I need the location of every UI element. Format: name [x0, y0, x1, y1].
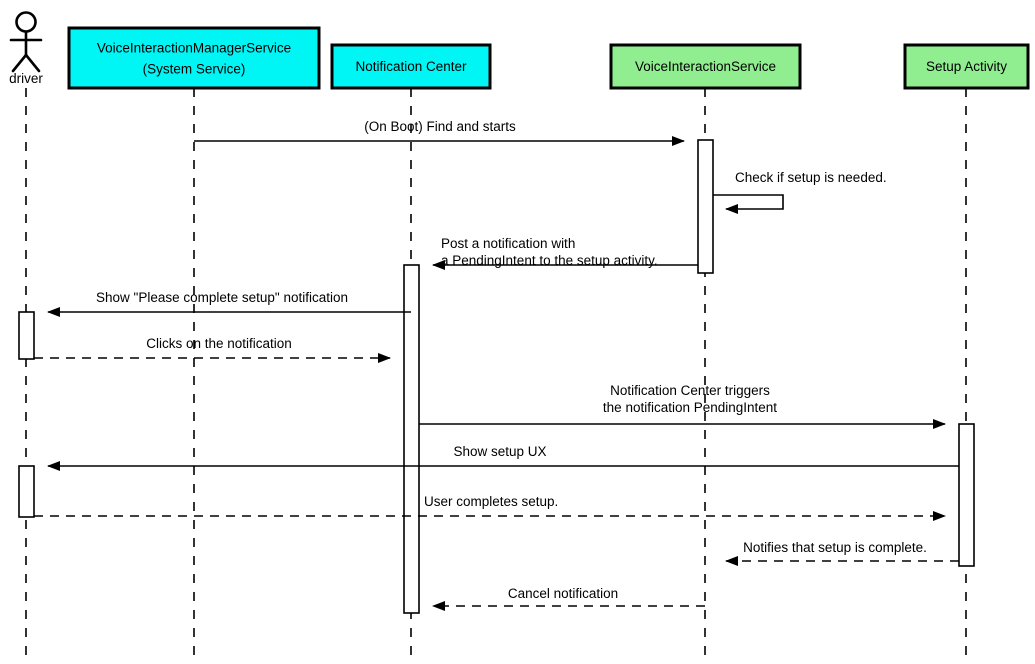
participant-vis[interactable]: VoiceInteractionService	[609, 43, 802, 90]
message-msg-check-setup[interactable]: Check if setup is needed.	[713, 170, 887, 214]
message-arrow-self-msg-check-setup	[713, 194, 784, 214]
actor-label-driver: driver	[9, 71, 43, 86]
message-label-msg-clicks-notification: Clicks on the notification	[146, 336, 292, 351]
participant-box-vims[interactable]	[67, 26, 321, 90]
message-label-msg-show-setup-ux: Show setup UX	[453, 444, 546, 459]
message-label-msg-on-boot: (On Boot) Find and starts	[364, 119, 516, 134]
actor-leg-left-icon	[11, 53, 28, 73]
activation-bar-notif	[403, 264, 420, 614]
participant-setup[interactable]: Setup Activity	[903, 43, 1030, 90]
message-label-msg-notifies-complete: Notifies that setup is complete.	[743, 540, 927, 555]
message-msg-clicks-notification[interactable]: Clicks on the notification	[34, 336, 391, 363]
message-label-msg-cancel-notification: Cancel notification	[508, 586, 618, 601]
message-msg-notifies-complete[interactable]: Notifies that setup is complete.	[725, 540, 959, 566]
participant-label-vims: VoiceInteractionManagerService	[97, 41, 291, 56]
actor-driver[interactable]: driver	[9, 11, 43, 87]
message-label-msg-trigger-pendingintent: the notification PendingIntent	[603, 400, 777, 415]
participant-box-notif[interactable]	[330, 43, 492, 90]
message-label-msg-trigger-pendingintent: Notification Center triggers	[610, 383, 770, 398]
message-label-msg-post-notification: a PendingIntent to the setup activity.	[441, 253, 658, 268]
activation-bar-vis	[697, 139, 714, 274]
participant-sublabel-vims: (System Service)	[143, 62, 246, 77]
message-msg-show-notification[interactable]: Show "Please complete setup" notificatio…	[47, 290, 411, 317]
activation-bar-driver	[18, 311, 35, 360]
message-label-msg-user-completes-setup: User completes setup.	[424, 494, 558, 509]
participant-box-setup[interactable]	[903, 43, 1030, 90]
activation-bar-setup	[958, 423, 975, 567]
participant-label-notif: Notification Center	[355, 59, 467, 74]
message-label-msg-show-notification: Show "Please complete setup" notificatio…	[96, 290, 348, 305]
participant-box-vis[interactable]	[609, 43, 802, 90]
participants-layer: VoiceInteractionManagerService (System Se…	[67, 26, 1030, 90]
activation-bars-layer	[18, 139, 975, 614]
participant-label-vis: VoiceInteractionService	[635, 59, 776, 74]
actor-driver-figure: driver	[9, 11, 43, 87]
message-msg-post-notification[interactable]: Post a notification with a PendingIntent …	[432, 236, 698, 270]
participant-notif[interactable]: Notification Center	[330, 43, 492, 90]
participant-label-setup: Setup Activity	[926, 59, 1007, 74]
message-msg-on-boot[interactable]: (On Boot) Find and starts	[194, 119, 685, 146]
message-label-msg-post-notification: Post a notification with	[441, 236, 575, 251]
activation-bar-driver	[18, 465, 35, 518]
message-msg-cancel-notification[interactable]: Cancel notification	[432, 586, 705, 611]
message-msg-show-setup-ux[interactable]: Show setup UX	[47, 444, 959, 471]
message-msg-user-completes-setup[interactable]: User completes setup.	[34, 494, 946, 521]
actor-head-icon	[15, 11, 37, 33]
message-label-msg-check-setup: Check if setup is needed.	[735, 170, 887, 185]
participant-vims[interactable]: VoiceInteractionManagerService (System Se…	[67, 26, 321, 90]
message-msg-trigger-pendingintent[interactable]: Notification Center triggers the notifica…	[419, 383, 946, 429]
actor-leg-right-icon	[24, 53, 41, 73]
